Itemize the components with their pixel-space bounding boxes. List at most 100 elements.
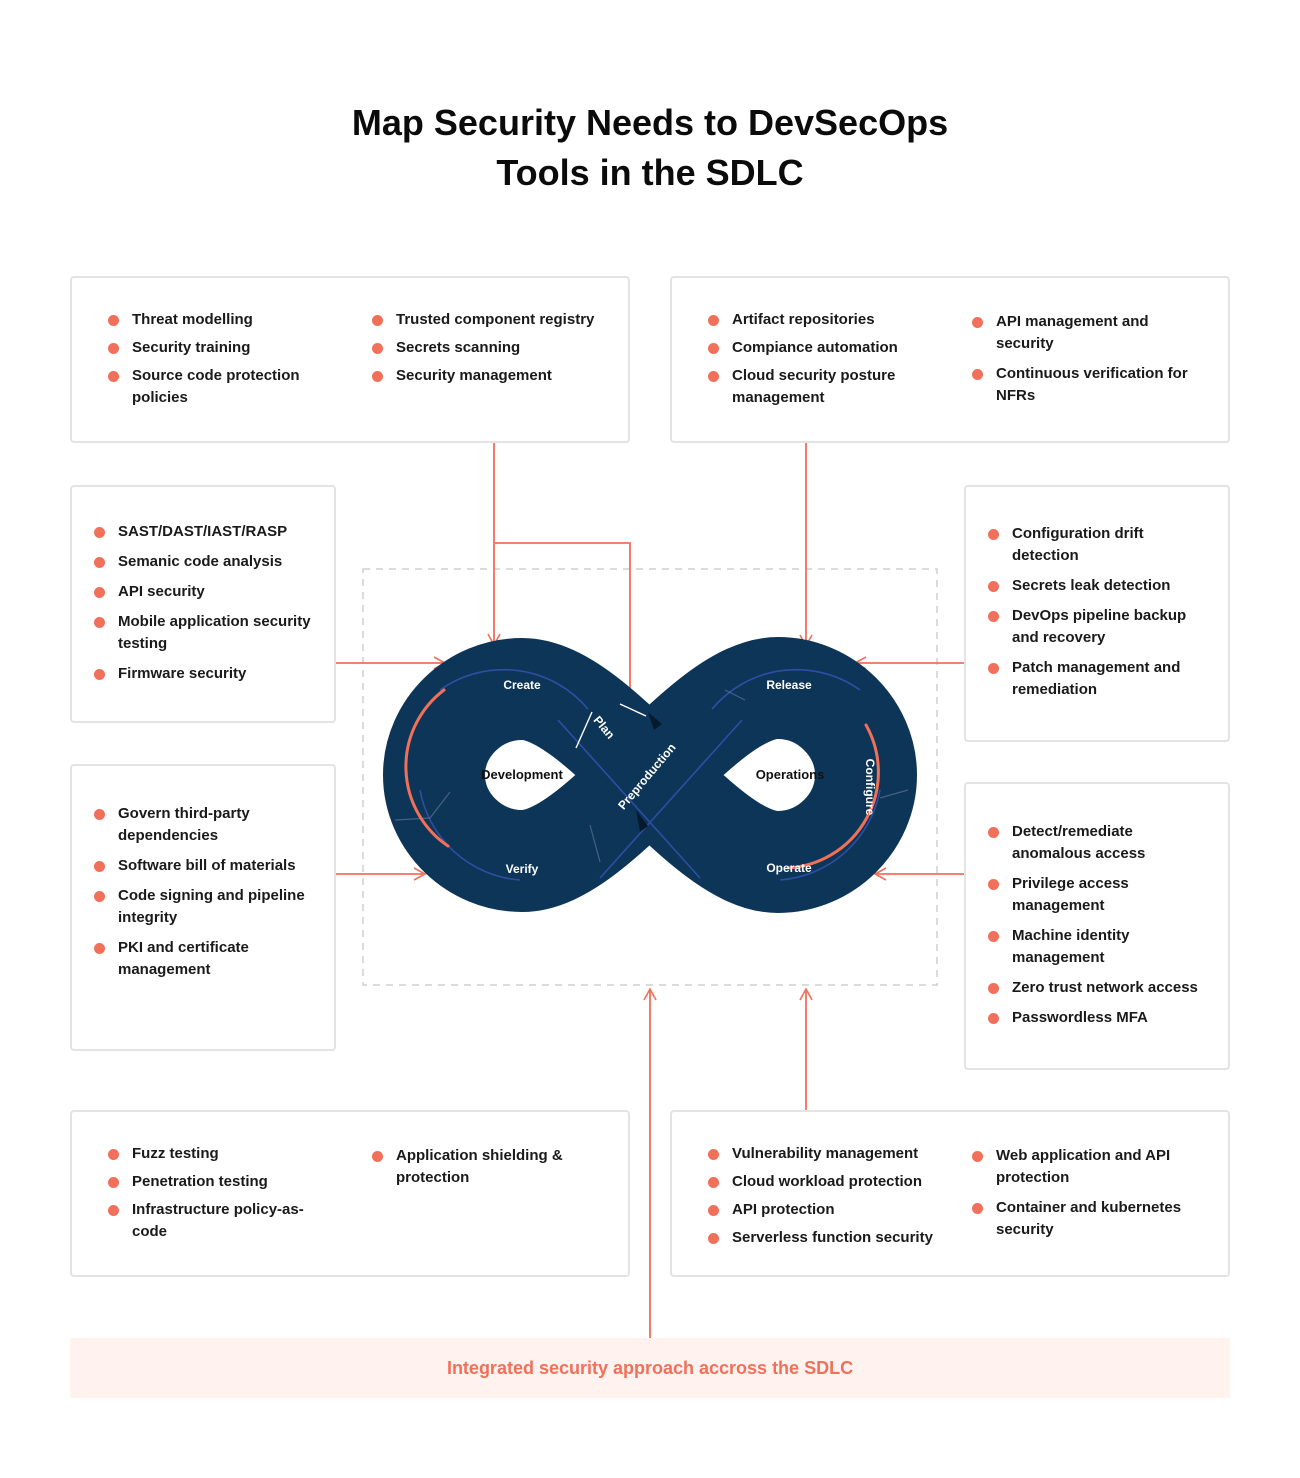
list-item: Mobile application security testing: [94, 611, 324, 655]
connector-top-left-plan: [494, 542, 637, 707]
list-item-label: Secrets scanning: [396, 339, 521, 356]
list-item-label: Trusted component registry: [396, 311, 595, 328]
accent-arc-left: [404, 688, 450, 848]
list-item: API security: [94, 581, 324, 603]
list-item: Container and kubernetes security: [972, 1197, 1202, 1241]
integrated-security-banner: Integrated security approach accross the…: [70, 1338, 1230, 1398]
loop-label-development: Development: [481, 767, 563, 782]
bullet-dot-icon: [94, 861, 105, 872]
title-line-2: Tools in the SDLC: [496, 152, 804, 193]
bullet-dot-icon: [972, 369, 983, 380]
list-item: Firmware security: [94, 663, 324, 685]
bullet-dot-icon: [708, 343, 719, 354]
list-item-label: Cloud workload protection: [732, 1173, 922, 1190]
bullet-dot-icon: [94, 943, 105, 954]
list-item-label: SAST/DAST/IAST/RASP: [118, 523, 288, 540]
list-item-label: Cloud security posture management: [732, 367, 896, 406]
list-item: PKI and certificate management: [94, 937, 324, 981]
loop-label-create: Create: [503, 678, 541, 692]
card-mid-left-1: SAST/DAST/IAST/RASP Semanic code analysis…: [70, 485, 336, 723]
list-item-label: Container and kubernetes security: [996, 1199, 1182, 1238]
loop-label-release: Release: [766, 678, 812, 692]
bullet-dot-icon: [108, 1149, 119, 1160]
list-item: API management and security: [972, 311, 1202, 355]
list-item: Passwordless MFA: [988, 1007, 1213, 1029]
list-item: Detect/remediate anomalous access: [988, 821, 1213, 865]
list-item: Cloud security posture management: [708, 365, 918, 409]
bullet-dot-icon: [94, 557, 105, 568]
list-item-label: Penetration testing: [132, 1173, 268, 1190]
list-item-label: Privilege access management: [1012, 875, 1129, 914]
bullet-dot-icon: [988, 529, 999, 540]
list-item-label: Artifact repositories: [732, 311, 875, 328]
bullet-dot-icon: [708, 1149, 719, 1160]
list-item-label: API security: [118, 583, 205, 600]
list-item-label: Security training: [132, 339, 251, 356]
bullet-dot-icon: [94, 587, 105, 598]
list-item-label: Code signing and pipeline integrity: [118, 887, 305, 926]
bullet-dot-icon: [708, 1233, 719, 1244]
list-item: Patch management and remediation: [988, 657, 1213, 701]
bullet-dot-icon: [94, 891, 105, 902]
list-item-label: Compiance automation: [732, 339, 898, 356]
list-item: Software bill of materials: [94, 855, 324, 877]
accent-arc-right: [786, 723, 880, 870]
list-item-label: Infrastructure policy-as-code: [132, 1201, 304, 1240]
list-item-label: Application shielding & protection: [396, 1147, 563, 1186]
list-item: Application shielding & protection: [372, 1145, 582, 1189]
list-item: Artifact repositories: [708, 309, 918, 331]
list-item: Threat modelling: [108, 309, 318, 331]
list-item: Code signing and pipeline integrity: [94, 885, 324, 929]
list-item: Security management: [372, 365, 612, 387]
bullet-dot-icon: [108, 315, 119, 326]
loop-label-configure: Configure: [863, 759, 877, 816]
list-item: Zero trust network access: [988, 977, 1213, 999]
list-item: Configuration drift detection: [988, 523, 1213, 567]
list-item: Semanic code analysis: [94, 551, 324, 573]
loop-band: [383, 637, 917, 913]
bullet-dot-icon: [972, 1151, 983, 1162]
list-item: Penetration testing: [108, 1171, 308, 1193]
bullet-dot-icon: [988, 663, 999, 674]
list-item-label: Secrets leak detection: [1012, 577, 1171, 594]
list-item: Cloud workload protection: [708, 1171, 948, 1193]
loop-label-operate: Operate: [766, 861, 812, 875]
list-item-label: DevOps pipeline backup and recovery: [1012, 607, 1187, 646]
list-item-label: Source code protection policies: [132, 367, 300, 406]
list-item-label: Continuous verification for NFRs: [996, 365, 1188, 404]
list-item-label: Fuzz testing: [132, 1145, 219, 1162]
bullet-dot-icon: [972, 1203, 983, 1214]
list-item-label: API protection: [732, 1201, 835, 1218]
list-item-label: Security management: [396, 367, 552, 384]
list-item: Security training: [108, 337, 318, 359]
bullet-dot-icon: [94, 617, 105, 628]
list-item-label: Software bill of materials: [118, 857, 296, 874]
bullet-dot-icon: [372, 1151, 383, 1162]
list-item: Web application and API protection: [972, 1145, 1202, 1189]
bullet-dot-icon: [988, 1013, 999, 1024]
list-item: Secrets scanning: [372, 337, 612, 359]
list-item-label: PKI and certificate management: [118, 939, 249, 978]
infinity-loop: Create Plan Preproduction Development Ve…: [383, 637, 917, 913]
bullet-dot-icon: [94, 669, 105, 680]
list-item: Source code protection policies: [108, 365, 318, 409]
bullet-dot-icon: [372, 315, 383, 326]
list-item-label: Detect/remediate anomalous access: [1012, 823, 1146, 862]
list-item: Fuzz testing: [108, 1143, 308, 1165]
list-item: Infrastructure policy-as-code: [108, 1199, 308, 1243]
bullet-dot-icon: [988, 931, 999, 942]
bullet-dot-icon: [972, 317, 983, 328]
title-line-1: Map Security Needs to DevSecOps: [351, 102, 949, 143]
bullet-dot-icon: [988, 581, 999, 592]
